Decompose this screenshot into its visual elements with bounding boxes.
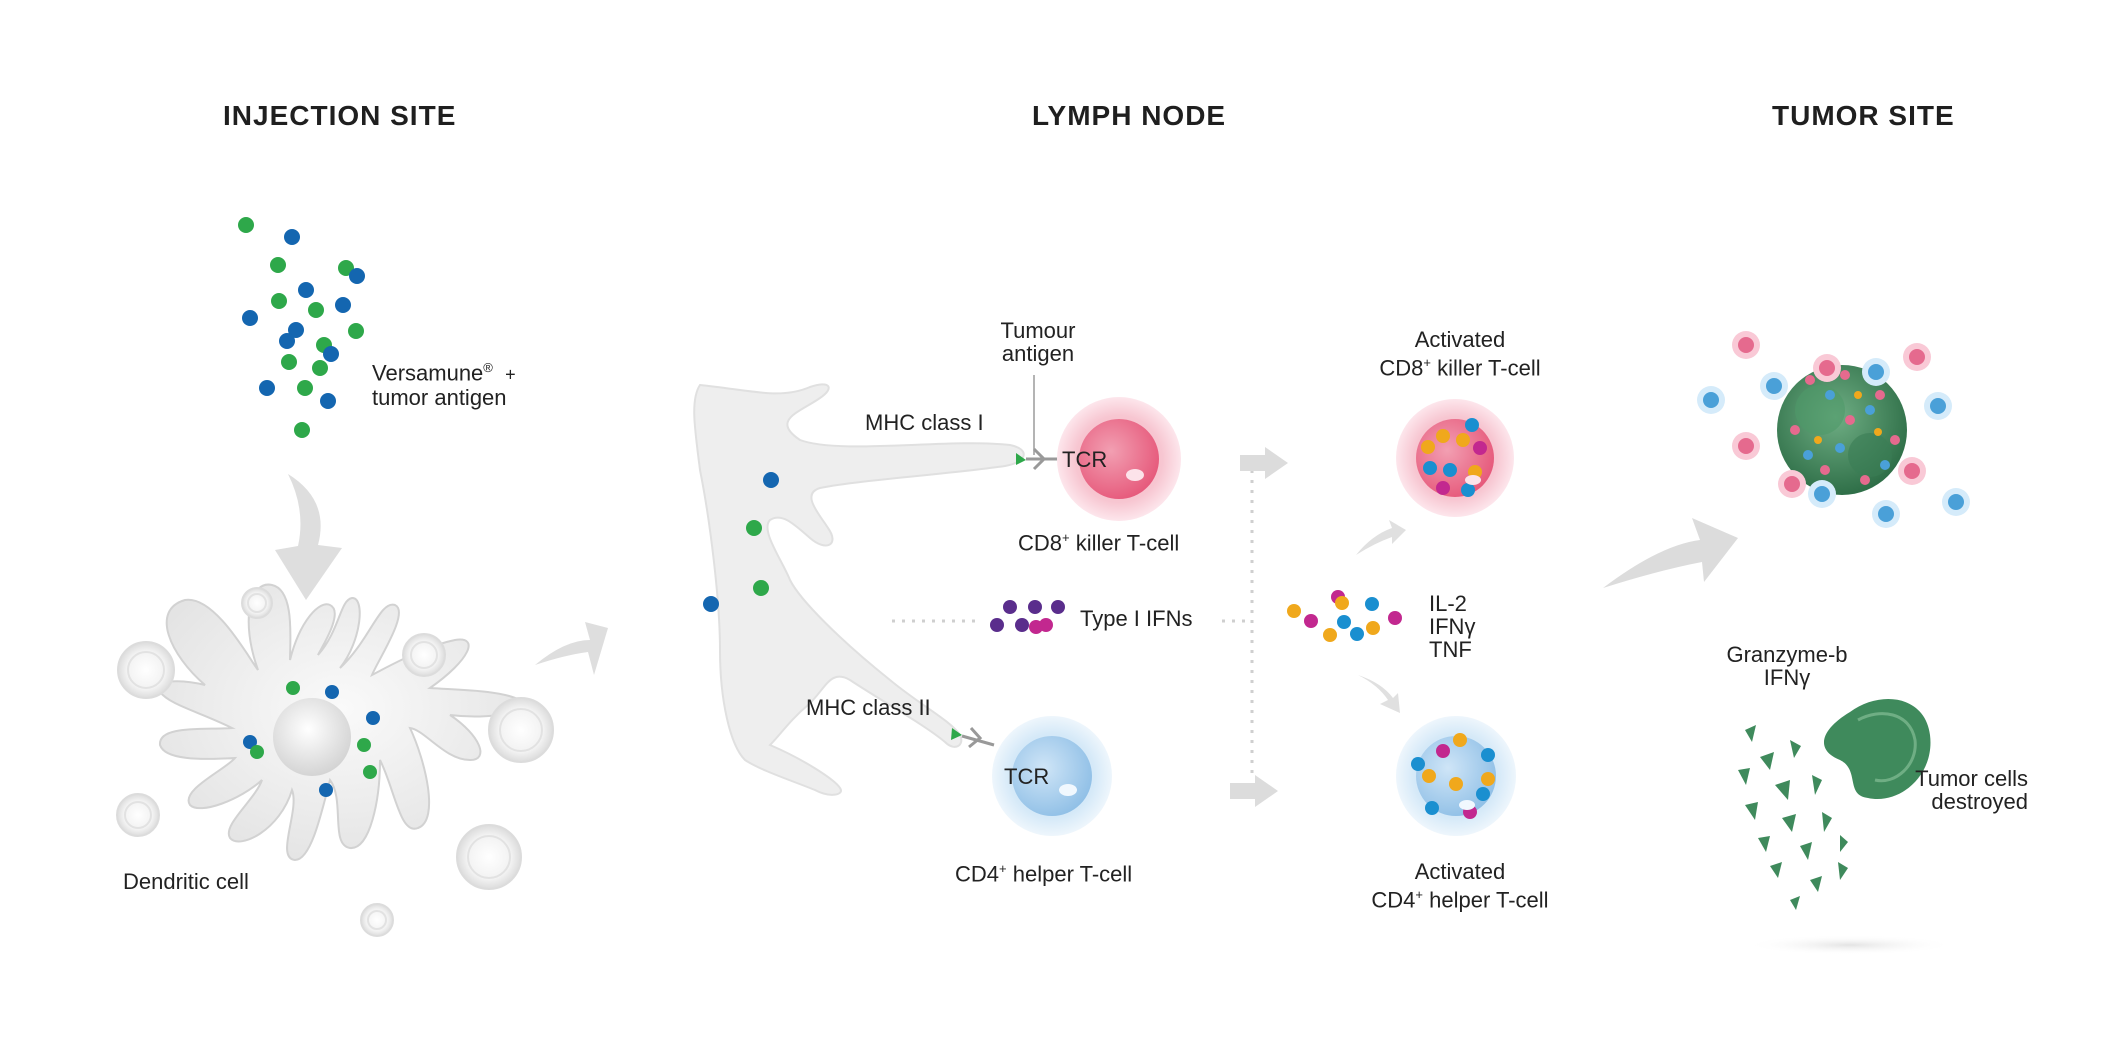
tcr-label-bottom: TCR bbox=[1004, 764, 1050, 789]
activated-cd8-sup-plus: + bbox=[1423, 355, 1431, 370]
tumour-antigen-label: Tumour antigen bbox=[990, 319, 1086, 365]
section-title-injection-site: INJECTION SITE bbox=[223, 100, 457, 131]
cd8-sup-plus: + bbox=[1062, 530, 1070, 545]
granzyme-label: Granzyme-b IFNγ bbox=[1712, 643, 1862, 689]
section-title-tumor-site: TUMOR SITE bbox=[1772, 100, 1955, 131]
activated-cd4-helper-t-cell bbox=[1396, 716, 1516, 836]
tumor-destroyed-line1: Tumor cells bbox=[1915, 766, 2028, 791]
cd8-suffix-text: killer T-cell bbox=[1075, 530, 1180, 556]
cd8-killer-t-cell-label: CD8+ killer T-cell bbox=[1018, 526, 1179, 554]
granzyme-text: Granzyme-b bbox=[1726, 642, 1848, 667]
up-right-arrow-icon bbox=[1356, 520, 1406, 555]
large-curved-arrow-icon bbox=[1603, 518, 1738, 588]
activated-cd4-line1: Activated bbox=[1414, 859, 1506, 884]
cd4-helper-t-cell-label: CD4+ helper T-cell bbox=[955, 857, 1132, 885]
cytokine-particles bbox=[1287, 590, 1402, 642]
tumor-mass-with-t-cells bbox=[1697, 331, 1970, 528]
activated-cd4-text: CD4 bbox=[1371, 887, 1416, 913]
tumor-cells-destroyed-label: Tumor cells destroyed bbox=[1893, 767, 2028, 813]
tumor-destroyed-line2: destroyed bbox=[1931, 789, 2028, 814]
dendritic-cell bbox=[157, 583, 524, 862]
down-arrow-icon bbox=[275, 474, 342, 600]
type-i-ifns-label: Type I IFNs bbox=[1080, 606, 1193, 631]
right-arrow-icon bbox=[1230, 775, 1278, 807]
tnf-text: TNF bbox=[1429, 637, 1472, 662]
cd4-helper-t-cell bbox=[992, 716, 1112, 836]
granzyme-ifng-text: IFNγ bbox=[1763, 665, 1811, 690]
cd4-text: CD4 bbox=[955, 861, 1000, 887]
section-title-lymph-node: LYMPH NODE bbox=[1032, 100, 1227, 131]
dendritic-cell-label: Dendritic cell bbox=[123, 869, 249, 894]
mhc-class-ii-receptor bbox=[951, 726, 995, 749]
versamune-label: Versamune® + tumor antigen bbox=[372, 356, 516, 409]
activated-cd4-suffix: helper T-cell bbox=[1429, 887, 1549, 913]
ifng-text: IFNγ bbox=[1429, 614, 1476, 639]
activated-cd8-line1: Activated bbox=[1414, 327, 1506, 352]
mhc-class-i-receptor bbox=[1016, 447, 1062, 471]
destroyed-tumor-cell bbox=[1738, 699, 1955, 955]
antigen-particle-cluster bbox=[238, 217, 365, 438]
type-i-ifn-particles bbox=[990, 600, 1065, 634]
activated-cd4-label: Activated CD4+ helper T-cell bbox=[1350, 860, 1570, 911]
versamune-text: Versamune bbox=[372, 360, 484, 386]
mhc-class-ii-label: MHC class II bbox=[806, 695, 931, 720]
activated-cd8-suffix: killer T-cell bbox=[1437, 355, 1541, 381]
tumor-antigen-text: tumor antigen bbox=[372, 385, 507, 411]
cd8-text: CD8 bbox=[1018, 530, 1063, 556]
plus-sign: + bbox=[505, 364, 516, 385]
surrounding-cells bbox=[116, 587, 554, 937]
tcr-label-top: TCR bbox=[1062, 447, 1108, 472]
tumour-antigen-line2: antigen bbox=[1001, 341, 1075, 366]
activated-cd8-text: CD8 bbox=[1379, 355, 1424, 381]
activated-cd4-sup-plus: + bbox=[1415, 887, 1424, 902]
activated-cd8-killer-t-cell bbox=[1396, 399, 1514, 517]
right-arrow-icon bbox=[1240, 447, 1288, 479]
activated-cd8-label: Activated CD8+ killer T-cell bbox=[1350, 328, 1570, 379]
dendritic-cell-arm bbox=[693, 383, 1025, 796]
mhc-class-i-label: MHC class I bbox=[865, 410, 984, 435]
down-right-arrow-icon bbox=[1358, 675, 1400, 713]
cd4-sup-plus: + bbox=[999, 861, 1007, 876]
tumour-antigen-line1: Tumour bbox=[1000, 318, 1076, 343]
cytokine-list-label: IL-2 IFNγ TNF bbox=[1429, 592, 1475, 661]
cd8-killer-t-cell bbox=[1057, 397, 1181, 521]
il2-text: IL-2 bbox=[1429, 591, 1467, 616]
registered-mark: ® bbox=[483, 360, 493, 375]
right-arrow-icon bbox=[535, 622, 608, 675]
cd4-suffix-text: helper T-cell bbox=[1012, 861, 1133, 887]
